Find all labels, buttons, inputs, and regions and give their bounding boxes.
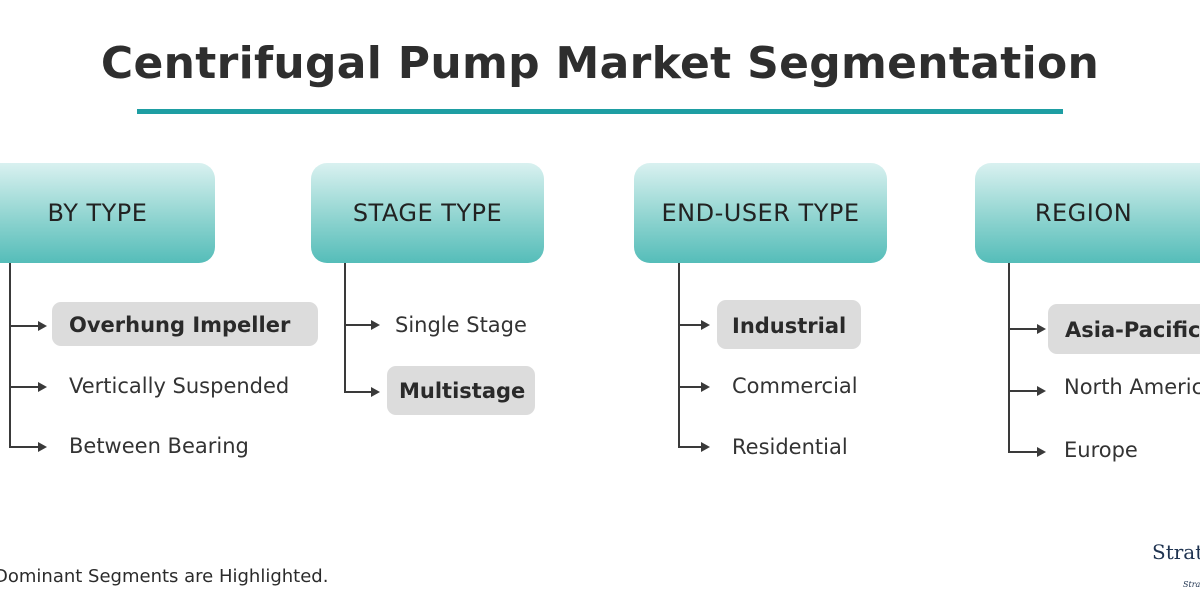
brand-logo: Strat	[1152, 540, 1200, 564]
connector	[678, 386, 702, 388]
segment-item: Multistage	[399, 379, 526, 403]
segment-item: Commercial	[732, 374, 858, 398]
highlight-box	[1048, 304, 1200, 354]
tree-line	[1008, 263, 1010, 453]
arrow-icon	[701, 320, 710, 330]
connector	[1008, 328, 1038, 330]
segment-item: North America	[1064, 375, 1200, 399]
category-heading: END-USER TYPE	[661, 199, 860, 227]
category-header: STAGE TYPE	[311, 163, 544, 263]
connector	[344, 324, 372, 326]
tree-line	[344, 263, 346, 393]
arrow-icon	[38, 321, 47, 331]
category-header: BY TYPE	[0, 163, 215, 263]
connector	[678, 324, 702, 326]
tree-line	[9, 263, 11, 447]
title-underline	[137, 109, 1063, 114]
segment-item: Between Bearing	[69, 434, 249, 458]
category-heading: STAGE TYPE	[352, 199, 503, 227]
segment-item: Single Stage	[395, 313, 527, 337]
tree-line	[678, 263, 680, 448]
connector	[1008, 390, 1038, 392]
brand-logo-tagline: Strat	[1183, 580, 1200, 589]
segment-item: Europe	[1064, 438, 1138, 462]
category-heading: REGION	[1034, 199, 1133, 227]
connector	[678, 446, 702, 448]
category-heading: BY TYPE	[47, 199, 148, 227]
highlight-box	[387, 366, 535, 415]
connector	[9, 446, 39, 448]
connector	[344, 391, 372, 393]
segment-item: Asia-Pacific	[1065, 318, 1200, 342]
category-header: END-USER TYPE	[634, 163, 887, 263]
segment-item: Residential	[732, 435, 848, 459]
segment-item: Industrial	[732, 314, 847, 338]
arrow-icon	[38, 382, 47, 392]
connector	[9, 386, 39, 388]
arrow-icon	[1037, 386, 1046, 396]
arrow-icon	[1037, 324, 1046, 334]
arrow-icon	[701, 442, 710, 452]
highlight-box	[717, 300, 861, 349]
arrow-icon	[371, 320, 380, 330]
highlight-box	[52, 302, 318, 346]
segment-item: Vertically Suspended	[69, 374, 290, 398]
connector	[1008, 451, 1038, 453]
arrow-icon	[38, 442, 47, 452]
connector	[9, 325, 39, 327]
arrow-icon	[371, 387, 380, 397]
footnote: Dominant Segments are Highlighted.	[0, 566, 329, 587]
arrow-icon	[701, 382, 710, 392]
page-title: Centrifugal Pump Market Segmentation	[100, 38, 1100, 89]
segment-item: Overhung Impeller	[69, 313, 291, 337]
arrow-icon	[1037, 447, 1046, 457]
category-header: REGION	[975, 163, 1200, 263]
